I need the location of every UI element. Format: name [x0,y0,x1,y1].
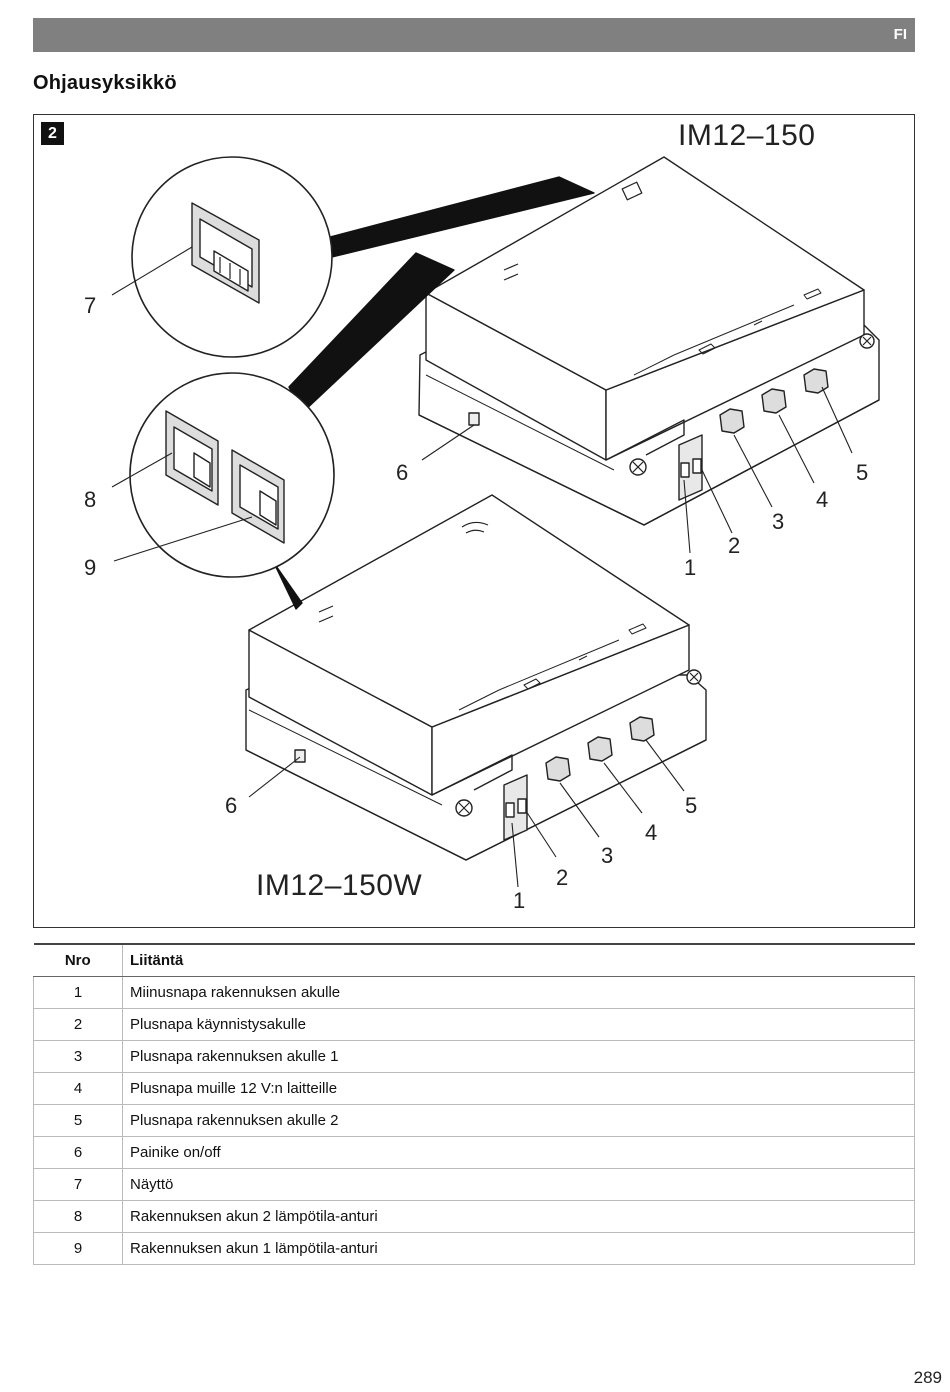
row-connection: Plusnapa rakennuksen akulle 1 [122,1040,915,1073]
row-connection: Plusnapa rakennuksen akulle 2 [122,1104,915,1137]
callout-5-top: 5 [856,460,869,485]
callout-5-bottom: 5 [685,793,698,818]
callout-2-bottom: 2 [556,865,569,890]
row-nro: 9 [33,1232,123,1265]
row-connection: Plusnapa käynnistysakulle [122,1008,915,1041]
callout-4-bottom: 4 [645,820,658,845]
table-header-row: Nro Liitäntä [33,943,915,977]
figure-control-unit: 2 IM12–150 IM12–150W 7 8 9 6 6 1 2 3 4 5… [33,114,915,928]
row-connection: Painike on/off [122,1136,915,1169]
callout-4-top: 4 [816,487,829,512]
row-connection: Miinusnapa rakennuksen akulle [122,976,915,1009]
callout-7: 7 [84,293,97,318]
callout-3-bottom: 3 [601,843,614,868]
model-label-top: IM12–150 [678,119,816,152]
callout-3-top: 3 [772,509,785,534]
row-nro: 8 [33,1200,123,1233]
unit-im12-150 [418,156,880,526]
page-number: 289 [913,1368,942,1387]
row-nro: 3 [33,1040,123,1073]
row-nro: 4 [33,1072,123,1105]
callout-1-top: 1 [684,555,697,580]
header-nro: Nro [33,943,123,977]
language-bar: FI [33,18,915,52]
control-unit-illustration [111,156,880,888]
language-code: FI [893,26,907,43]
row-connection: Rakennuksen akun 2 lämpötila-anturi [122,1200,915,1233]
model-label-bottom: IM12–150W [256,869,423,902]
detail-sensor-ports [129,372,335,578]
row-connection: Rakennuksen akun 1 lämpötila-anturi [122,1232,915,1265]
figure-number-badge: 2 [41,122,64,145]
row-connection: Plusnapa muille 12 V:n laitteille [122,1072,915,1105]
callout-6-bottom: 6 [225,793,238,818]
unit-im12-150w [245,494,707,861]
callout-2-top: 2 [728,533,741,558]
row-nro: 2 [33,1008,123,1041]
detail-display-port [131,156,333,358]
row-connection: Näyttö [122,1168,915,1201]
row-nro: 7 [33,1168,123,1201]
header-connection: Liitäntä [122,943,915,977]
callout-6-top: 6 [396,460,409,485]
row-nro: 6 [33,1136,123,1169]
callout-9: 9 [84,555,97,580]
section-title: Ohjausyksikkö [33,72,177,94]
callout-8: 8 [84,487,97,512]
row-nro: 5 [33,1104,123,1137]
row-nro: 1 [33,976,123,1009]
callout-1-bottom: 1 [513,888,526,913]
leader-lines [111,246,853,888]
